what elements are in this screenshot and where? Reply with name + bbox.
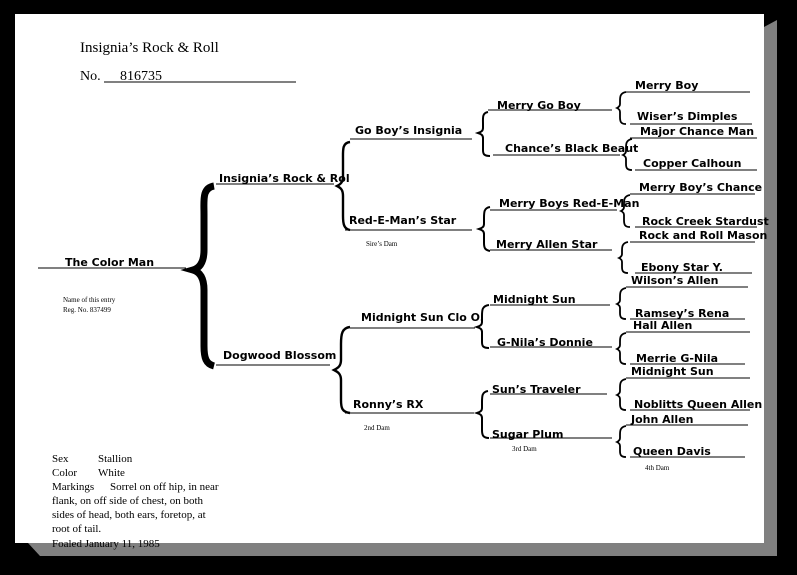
foaled-date: Foaled January 11, 1985 <box>52 538 160 550</box>
page-shadow-bottom <box>28 543 764 556</box>
brace-gen3 <box>473 111 491 439</box>
g4-entry: Wilson’s Allen <box>631 274 719 287</box>
g4-entry: Rock and Roll Mason <box>639 229 768 242</box>
g3-entry: Sun’s Traveler <box>492 383 581 396</box>
dam-dam-note: 2nd Dam <box>364 424 390 432</box>
markings-label: Markings <box>52 481 95 493</box>
g4-entry: Midnight Sun <box>631 365 714 378</box>
dam-sire-name: Midnight Sun Clo O. <box>361 311 484 324</box>
g3-entry: Merry Go Boy <box>497 99 581 112</box>
subject-note-line2: Reg. No. 837499 <box>63 306 111 314</box>
g4-entry: Copper Calhoun <box>643 157 742 170</box>
g4-entry: Hall Allen <box>633 319 693 332</box>
page-title: Insignia’s Rock & Roll <box>80 40 219 56</box>
g3-entry: Merry Allen Star <box>496 238 598 251</box>
g3-entry: Midnight Sun <box>493 293 576 306</box>
g4-entry: Wiser’s Dimples <box>637 110 738 123</box>
pedigree-page <box>15 14 764 543</box>
g4-entry: John Allen <box>631 413 694 426</box>
g3-note: 3rd Dam <box>512 445 537 453</box>
g4-entry: Merry Boy <box>635 79 699 92</box>
g3-entry: G-Nila’s Donnie <box>497 336 593 349</box>
subject-name: The Color Man <box>65 256 155 269</box>
g4-entry: Queen Davis <box>633 445 711 458</box>
page-shadow-corner <box>764 543 777 556</box>
markings-line3: sides of head, both ears, foretop, at <box>52 509 206 521</box>
brace-gen4 <box>614 91 633 458</box>
brace-gen1 <box>180 182 216 370</box>
g3-entry: Sugar Plum <box>492 428 564 441</box>
dam-name: Dogwood Blossom <box>223 349 337 362</box>
sire-dam-name: Red-E-Man’s Star <box>349 214 457 227</box>
sire-dam-note: Sire’s Dam <box>366 240 398 248</box>
g4-entry: Merry Boy’s Chance <box>639 181 763 194</box>
brace-gen2 <box>331 140 351 415</box>
page-shadow <box>764 20 777 556</box>
g4-entry: Ramsey’s Rena <box>635 307 730 320</box>
pedigree-lines <box>38 81 757 458</box>
g4-entry: Ebony Star Y. <box>641 261 723 274</box>
g4-entry: Rock Creek Stardust <box>642 215 769 228</box>
markings-value: Sorrel on off hip, in near <box>110 481 219 493</box>
g4-entry: Merrie G-Nila <box>636 352 719 365</box>
g3-entry: Chance’s Black Beaut <box>505 142 639 155</box>
subject-note-line1: Name of this entry <box>63 296 116 304</box>
markings-line4: root of tail. <box>52 523 102 535</box>
sire-sire-name: Go Boy’s Insignia <box>355 124 463 137</box>
reg-number: 816735 <box>120 69 162 84</box>
g3-entry: Merry Boys Red-E-Man <box>499 197 640 210</box>
g4-note: 4th Dam <box>645 464 670 472</box>
g4-entry: Major Chance Man <box>640 125 755 138</box>
color-value: White <box>98 467 125 479</box>
g4-entry: Noblitts Queen Allen <box>634 398 763 411</box>
sire-name: Insignia’s Rock & Rol <box>219 172 350 185</box>
sex-label: Sex <box>52 453 69 465</box>
color-label: Color <box>52 467 78 479</box>
dam-dam-name: Ronny’s RX <box>353 398 424 411</box>
sex-value: Stallion <box>98 453 133 465</box>
reg-prefix: No. <box>80 69 101 84</box>
markings-line2: flank, on off side of chest, on both <box>52 495 204 507</box>
